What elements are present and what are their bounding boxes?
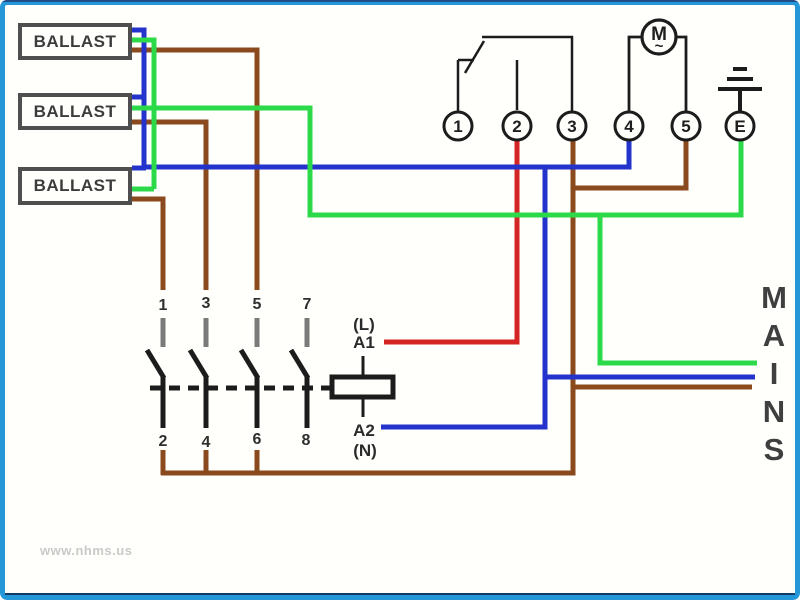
contactor-poles [144, 348, 330, 428]
terminal-label-3: 3 [567, 117, 576, 136]
wire-green-ballast1-down [132, 37, 157, 189]
terminal-circle-e [724, 110, 756, 142]
pole-bottom-label-8: 8 [302, 432, 311, 449]
selector-switch-symbol [456, 35, 574, 112]
brown-wire-group [132, 47, 752, 476]
terminal-circle-5 [670, 110, 702, 142]
wire-blue-ballast1-down [132, 27, 147, 167]
pole-top-label-5: 5 [253, 296, 262, 313]
terminal-label-4: 4 [624, 117, 634, 136]
ballast-box-3: BALLAST [18, 167, 132, 205]
ballast-box-1: BALLAST [18, 23, 132, 60]
ballast-label-3: BALLAST [33, 176, 117, 195]
terminal-circle-4 [613, 110, 645, 142]
pole-bottom-label-4: 4 [202, 434, 211, 451]
wire-red-terminal2-to-a1 [384, 140, 520, 345]
terminal-label-e: E [734, 117, 745, 136]
ballast-label-1: BALLAST [33, 31, 117, 51]
wire-brown-ballast1-to-pole5 [132, 47, 260, 290]
wire-green-to-mains [597, 215, 757, 366]
motor-letter: M [651, 24, 667, 45]
green-wire-group [132, 37, 757, 366]
mains-letter-s: S [763, 432, 785, 467]
coil-box [329, 374, 396, 400]
coil-a1-sub-label: (L) [353, 315, 375, 334]
pole-top-label-1: 1 [159, 297, 168, 314]
wire-brown-terminal5-branch [573, 140, 689, 191]
coil-a2-sub-label: (N) [353, 441, 377, 460]
wire-brown-terminal3-to-bottom-bus [161, 140, 576, 476]
pole-bottom-label-6: 6 [253, 431, 262, 448]
wire-green-main-to-terminalE [132, 105, 744, 218]
mains-letter-a: A [762, 318, 786, 353]
red-wire-group [384, 140, 520, 345]
blue-wire-group [132, 27, 755, 430]
motor-circle-icon [640, 18, 678, 56]
mains-label: M A I N S [756, 280, 792, 467]
frame-top-dark-edge [0, 0, 800, 2]
ballast-box-2: BALLAST [18, 93, 132, 130]
svg-text-labels: M ~ 1 2 3 4 5 E 1 3 5 7 2 4 6 8 (L) A1 A… [159, 24, 746, 460]
black-symbol-group [144, 18, 762, 428]
motor-symbol [627, 18, 688, 112]
motor-wave-symbol: ~ [655, 38, 664, 55]
mains-letter-i: I [769, 356, 779, 391]
wire-blue-main-to-terminal4 [144, 140, 632, 170]
coil-a1-label: A1 [353, 333, 375, 352]
terminal-circle-2 [501, 110, 533, 142]
watermark-text: www.nhms.us [40, 543, 133, 558]
pole-top-label-7: 7 [303, 296, 312, 313]
terminal-circle-3 [556, 110, 588, 142]
pole5-blade [238, 348, 261, 380]
wire-blue-drop-to-a2 [381, 167, 548, 430]
contactor-coil [329, 356, 396, 417]
wire-brown-ballast2-to-pole3 [132, 119, 209, 290]
terminal-label-1: 1 [453, 117, 462, 136]
mains-letter-n: N [762, 394, 786, 429]
motor-left-lead [627, 35, 642, 112]
terminal-label-2: 2 [512, 117, 521, 136]
terminal-circle-1 [442, 110, 474, 142]
switch-top-bar [482, 35, 574, 112]
pole3-blade [187, 348, 210, 380]
mains-letter-m: M [761, 280, 787, 315]
pole7-blade [288, 348, 311, 380]
terminal-circles [442, 110, 756, 142]
earth-ground-icon [718, 67, 762, 112]
terminal-label-5: 5 [681, 117, 690, 136]
contactor-stub-group [160, 318, 310, 347]
ballast-label-2: BALLAST [33, 101, 117, 121]
pole1-blade [144, 348, 167, 380]
switch-blade [463, 40, 486, 74]
wire-brown-ballast3-to-pole1 [132, 196, 166, 290]
pole-bottom-label-2: 2 [159, 433, 168, 450]
frame-bottom-dark-edge [5, 593, 795, 595]
coil-a2-label: A2 [353, 421, 375, 440]
motor-right-lead [676, 35, 688, 112]
pole-top-label-3: 3 [202, 295, 211, 312]
